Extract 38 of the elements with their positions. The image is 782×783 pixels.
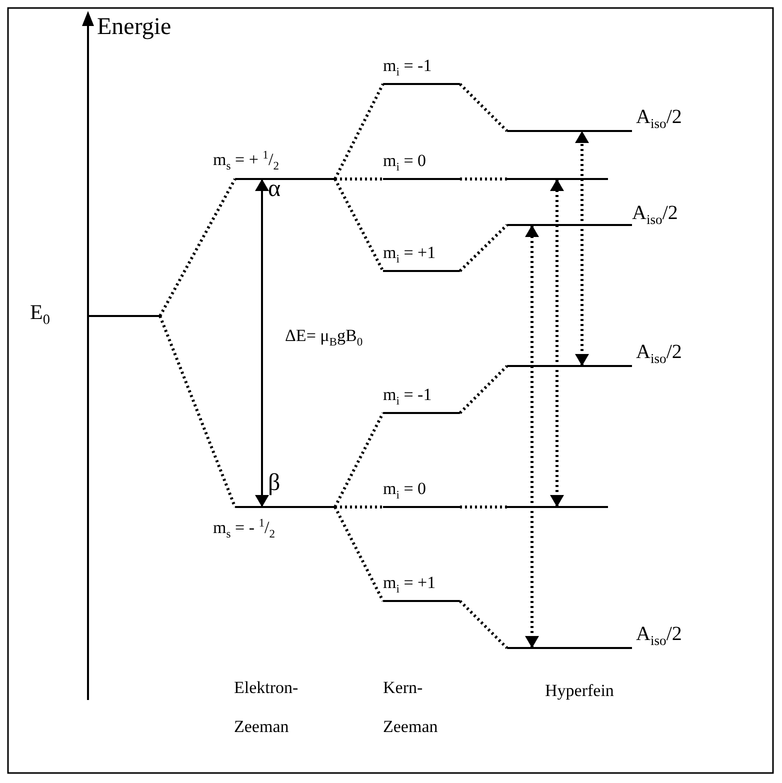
level-label: A$_{iso}$/2 (632, 202, 678, 225)
level-label: m$_{i}$ = 0 (383, 151, 426, 171)
transition-arrow (575, 131, 589, 366)
axis-label: Energie (97, 14, 172, 42)
transition-arrow (550, 179, 564, 507)
level-label: m$_{s}$ = - $^{1}$/$_{2}$ (213, 518, 276, 538)
level-label: A$_{iso}$/2 (636, 623, 682, 646)
level-label: A$_{iso}$/2 (636, 341, 682, 364)
column-label: Kern- Zeeman (383, 677, 439, 738)
level-label: m$_{i}$ = -1 (383, 385, 432, 405)
connector-line (460, 178, 507, 180)
energy-gap-formula: ΔE= μ$_{B}$gB$_{0}$ (285, 326, 364, 346)
connector-line (458, 224, 508, 272)
connector-line (335, 178, 383, 180)
level-label: m$_{s}$ = + $^{1}$/$_{2}$ (213, 150, 279, 170)
transition-arrow (255, 179, 269, 507)
connector-line (334, 178, 384, 272)
connector-line (334, 83, 384, 180)
state-symbol: β (268, 470, 282, 498)
connector-line (158, 178, 236, 317)
level-label: m$_{i}$ = -1 (383, 56, 432, 76)
connector-line (458, 82, 508, 132)
level-label: m$_{i}$ = 0 (383, 479, 426, 499)
column-label: Elektron- Zeeman (234, 677, 300, 738)
connector-line (334, 412, 384, 508)
connector-line (335, 506, 383, 508)
level-label: A$_{iso}$/2 (636, 106, 682, 129)
connector-line (458, 600, 508, 650)
transition-arrow (525, 225, 539, 648)
column-label: Hyperfein (545, 681, 615, 701)
connector-line (460, 506, 507, 508)
level-label: m$_{i}$ = +1 (383, 243, 436, 263)
level-label: E$_{0}$ (30, 300, 50, 324)
connector-line (334, 506, 384, 602)
level-label: m$_{i}$ = +1 (383, 573, 436, 593)
connector-line (458, 364, 508, 414)
state-symbol: α (268, 176, 282, 204)
connector-line (158, 315, 236, 508)
